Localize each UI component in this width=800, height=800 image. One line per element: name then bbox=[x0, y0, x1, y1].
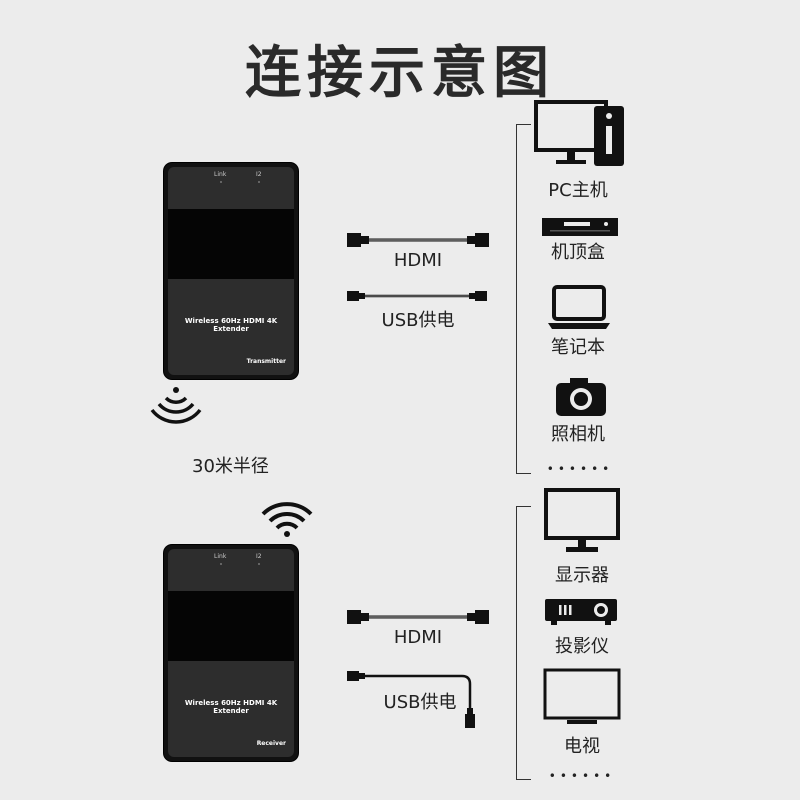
device-window bbox=[168, 591, 294, 661]
display-label-monitor: 显示器 bbox=[555, 565, 609, 586]
projector-icon bbox=[545, 599, 617, 625]
usb-cable-icon bbox=[347, 671, 475, 728]
receiver-device: Link I2 Wireless 60Hz HDMI 4K Extender R… bbox=[164, 545, 298, 761]
ir-label: I2 bbox=[256, 553, 262, 560]
hdmi-label: HDMI bbox=[393, 250, 443, 271]
tv-icon bbox=[543, 668, 621, 724]
transmitter-device: Link I2 Wireless 60Hz HDMI 4K Extender T… bbox=[164, 163, 298, 379]
device-name: Wireless 60Hz HDMI 4K Extender bbox=[184, 699, 278, 715]
source-label-laptop: 笔记本 bbox=[551, 337, 605, 358]
more-sources-dots: •••••• bbox=[546, 462, 614, 476]
hdmi-cable-icon bbox=[347, 233, 489, 247]
device-role: Receiver bbox=[256, 740, 286, 747]
device-role: Transmitter bbox=[246, 358, 286, 365]
page-title: 连接示意图 bbox=[245, 41, 555, 106]
camera-icon bbox=[556, 378, 606, 416]
wifi-icon bbox=[261, 502, 313, 537]
link-led bbox=[220, 181, 222, 183]
laptop-icon bbox=[548, 285, 610, 329]
display-label-projector: 投影仪 bbox=[555, 636, 609, 657]
link-label: Link bbox=[214, 553, 227, 560]
display-bracket bbox=[516, 506, 531, 780]
usb-label: USB供电 bbox=[381, 310, 455, 331]
hdmi-label: HDMI bbox=[393, 627, 443, 648]
link-label: Link bbox=[214, 171, 227, 178]
broadcast-waves-icon bbox=[150, 387, 202, 424]
pc-icon bbox=[534, 100, 624, 166]
range-label: 30米半径 bbox=[192, 456, 269, 477]
device-name: Wireless 60Hz HDMI 4K Extender bbox=[184, 317, 278, 333]
source-label-pc: PC主机 bbox=[548, 180, 608, 201]
display-label-tv: 电视 bbox=[564, 736, 600, 757]
device-window bbox=[168, 209, 294, 279]
monitor-icon bbox=[544, 488, 620, 552]
usb-label: USB供电 bbox=[383, 692, 457, 713]
hdmi-cable-icon bbox=[347, 610, 489, 624]
ir-led bbox=[258, 181, 260, 183]
ir-led bbox=[258, 563, 260, 565]
set-top-box-icon bbox=[542, 218, 618, 236]
ir-label: I2 bbox=[256, 171, 262, 178]
source-label-camera: 照相机 bbox=[551, 424, 605, 445]
source-label-stb: 机顶盒 bbox=[551, 242, 605, 263]
usb-cable-icon bbox=[347, 291, 487, 301]
link-led bbox=[220, 563, 222, 565]
source-bracket bbox=[516, 124, 531, 474]
more-displays-dots: •••••• bbox=[548, 769, 616, 783]
